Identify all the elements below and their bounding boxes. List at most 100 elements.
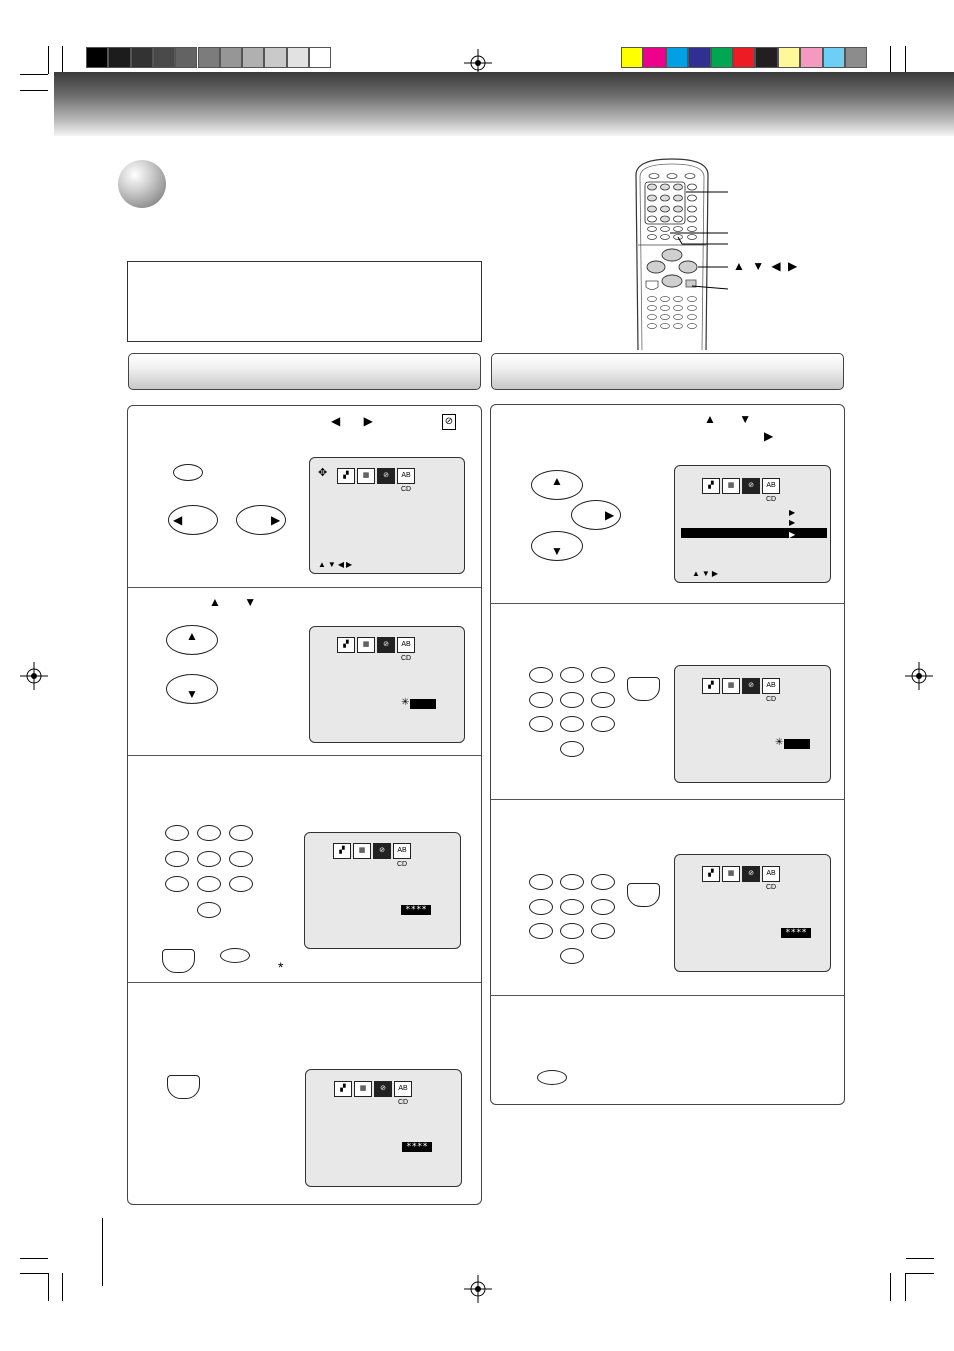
number-key[interactable] — [591, 716, 615, 732]
right-step3-password-mask: **** — [781, 928, 811, 938]
grid-icon: ▦ — [353, 843, 371, 859]
color-swatch — [845, 47, 868, 68]
up-arrow-button[interactable] — [531, 470, 583, 500]
number-key[interactable] — [229, 876, 253, 892]
registration-mark-icon — [464, 1275, 492, 1303]
up-arrow-icon: ▲ — [186, 629, 198, 643]
setup-button[interactable] — [537, 1070, 567, 1085]
number-key[interactable] — [229, 850, 253, 867]
crop-mark — [20, 1273, 48, 1274]
right-step-divider — [491, 799, 844, 800]
enter-button[interactable] — [627, 883, 660, 907]
number-key[interactable] — [560, 667, 584, 683]
color-swatch — [286, 47, 309, 68]
down-arrow-button[interactable] — [166, 674, 218, 704]
number-key[interactable] — [591, 898, 615, 915]
registration-mark-icon — [905, 662, 933, 690]
number-key[interactable] — [560, 874, 584, 890]
number-key[interactable] — [529, 667, 553, 683]
right-section-tab — [491, 353, 844, 390]
audio-language-icon: AB CD — [397, 637, 415, 662]
crop-mark — [890, 46, 891, 74]
number-key-zero[interactable] — [197, 901, 221, 918]
color-swatch — [175, 47, 198, 68]
audio-language-icon: AB CD — [394, 1081, 412, 1106]
right-step1-selected-row — [681, 528, 827, 538]
crop-mark — [48, 46, 49, 74]
number-key[interactable] — [591, 691, 615, 708]
number-key-zero[interactable] — [560, 740, 584, 757]
right-arrow-icon: ▶ — [271, 513, 281, 527]
number-key[interactable] — [229, 825, 253, 841]
crop-mark — [906, 1258, 934, 1259]
enter-button[interactable] — [162, 949, 195, 973]
audio-language-icon: AB CD — [762, 678, 780, 703]
parental-lock-icon: ⊘ — [742, 678, 760, 694]
number-key-zero[interactable] — [560, 947, 584, 964]
number-key[interactable] — [591, 874, 615, 890]
down-arrow-button[interactable] — [531, 531, 583, 561]
right-arrow-button[interactable] — [571, 500, 621, 530]
sparkle-cursor-icon: ✳ — [775, 737, 784, 748]
number-key[interactable] — [197, 825, 221, 841]
color-swatch — [777, 47, 801, 68]
parental-lock-icon: ⊘ — [377, 468, 395, 484]
header-band — [54, 72, 954, 136]
number-key[interactable] — [529, 898, 553, 915]
audio-language-icon: AB CD — [397, 468, 415, 493]
right-step1-nav-hint: ▲▼▶ — [692, 569, 720, 578]
color-swatch — [643, 47, 666, 68]
number-key[interactable] — [560, 716, 584, 732]
number-key[interactable] — [560, 923, 584, 939]
enter-button[interactable] — [627, 677, 660, 701]
left-arrow-button[interactable] — [168, 505, 218, 535]
number-key[interactable] — [560, 691, 584, 708]
picture-icon: ▞ — [337, 468, 355, 484]
left-step2-field-highlight — [410, 699, 436, 709]
color-swatch — [197, 47, 220, 68]
sparkle-cursor-icon: ✳ — [401, 697, 410, 708]
menu-icon-bar: ▞ ▦ ⊘ AB CD — [333, 843, 413, 868]
menu-icon-bar: ▞ ▦ ⊘ AB CD — [702, 866, 782, 891]
number-key[interactable] — [197, 850, 221, 867]
crop-mark — [20, 1258, 48, 1259]
down-arrow-icon: ▼ — [551, 544, 563, 558]
right-arrow-button[interactable] — [236, 505, 286, 535]
clear-button[interactable] — [220, 948, 250, 963]
color-swatch — [309, 47, 332, 68]
color-swatch — [688, 47, 711, 68]
number-key[interactable] — [591, 667, 615, 683]
number-key[interactable] — [529, 716, 553, 732]
submenu-arrow-icon: ▶ — [789, 508, 796, 517]
number-key[interactable] — [560, 898, 584, 915]
setup-button[interactable] — [173, 464, 203, 481]
left-step4-password-mask: **** — [402, 1142, 432, 1152]
number-key[interactable] — [529, 923, 553, 939]
right-step-divider — [491, 603, 844, 604]
color-swatch — [822, 47, 845, 68]
number-key[interactable] — [165, 825, 189, 841]
picture-icon: ▞ — [702, 478, 720, 494]
number-key[interactable] — [591, 923, 615, 939]
grid-icon: ▦ — [722, 678, 740, 694]
audio-language-icon: AB CD — [393, 843, 411, 868]
audio-language-icon: AB CD — [762, 866, 780, 891]
color-swatch — [242, 47, 265, 68]
margin-line — [102, 1218, 103, 1286]
number-key[interactable] — [197, 876, 221, 892]
audio-language-icon: AB CD — [762, 478, 780, 503]
number-key[interactable] — [529, 874, 553, 890]
number-key[interactable] — [165, 876, 189, 892]
menu-icon-bar: ▞ ▦ ⊘ AB CD — [334, 1081, 414, 1106]
crop-mark — [890, 1273, 891, 1301]
down-arrow-icon: ▼ — [186, 687, 198, 701]
color-swatch — [733, 47, 756, 68]
enter-button[interactable] — [167, 1075, 200, 1099]
number-key[interactable] — [529, 691, 553, 708]
up-arrow-button[interactable] — [166, 625, 218, 655]
number-key[interactable] — [165, 850, 189, 867]
right-step-divider — [491, 995, 844, 996]
menu-icon-bar: ▞ ▦ ⊘ AB CD — [337, 468, 417, 493]
left-step1-arrows: ◀ ▶ — [331, 414, 383, 428]
left-step-divider — [128, 755, 481, 756]
